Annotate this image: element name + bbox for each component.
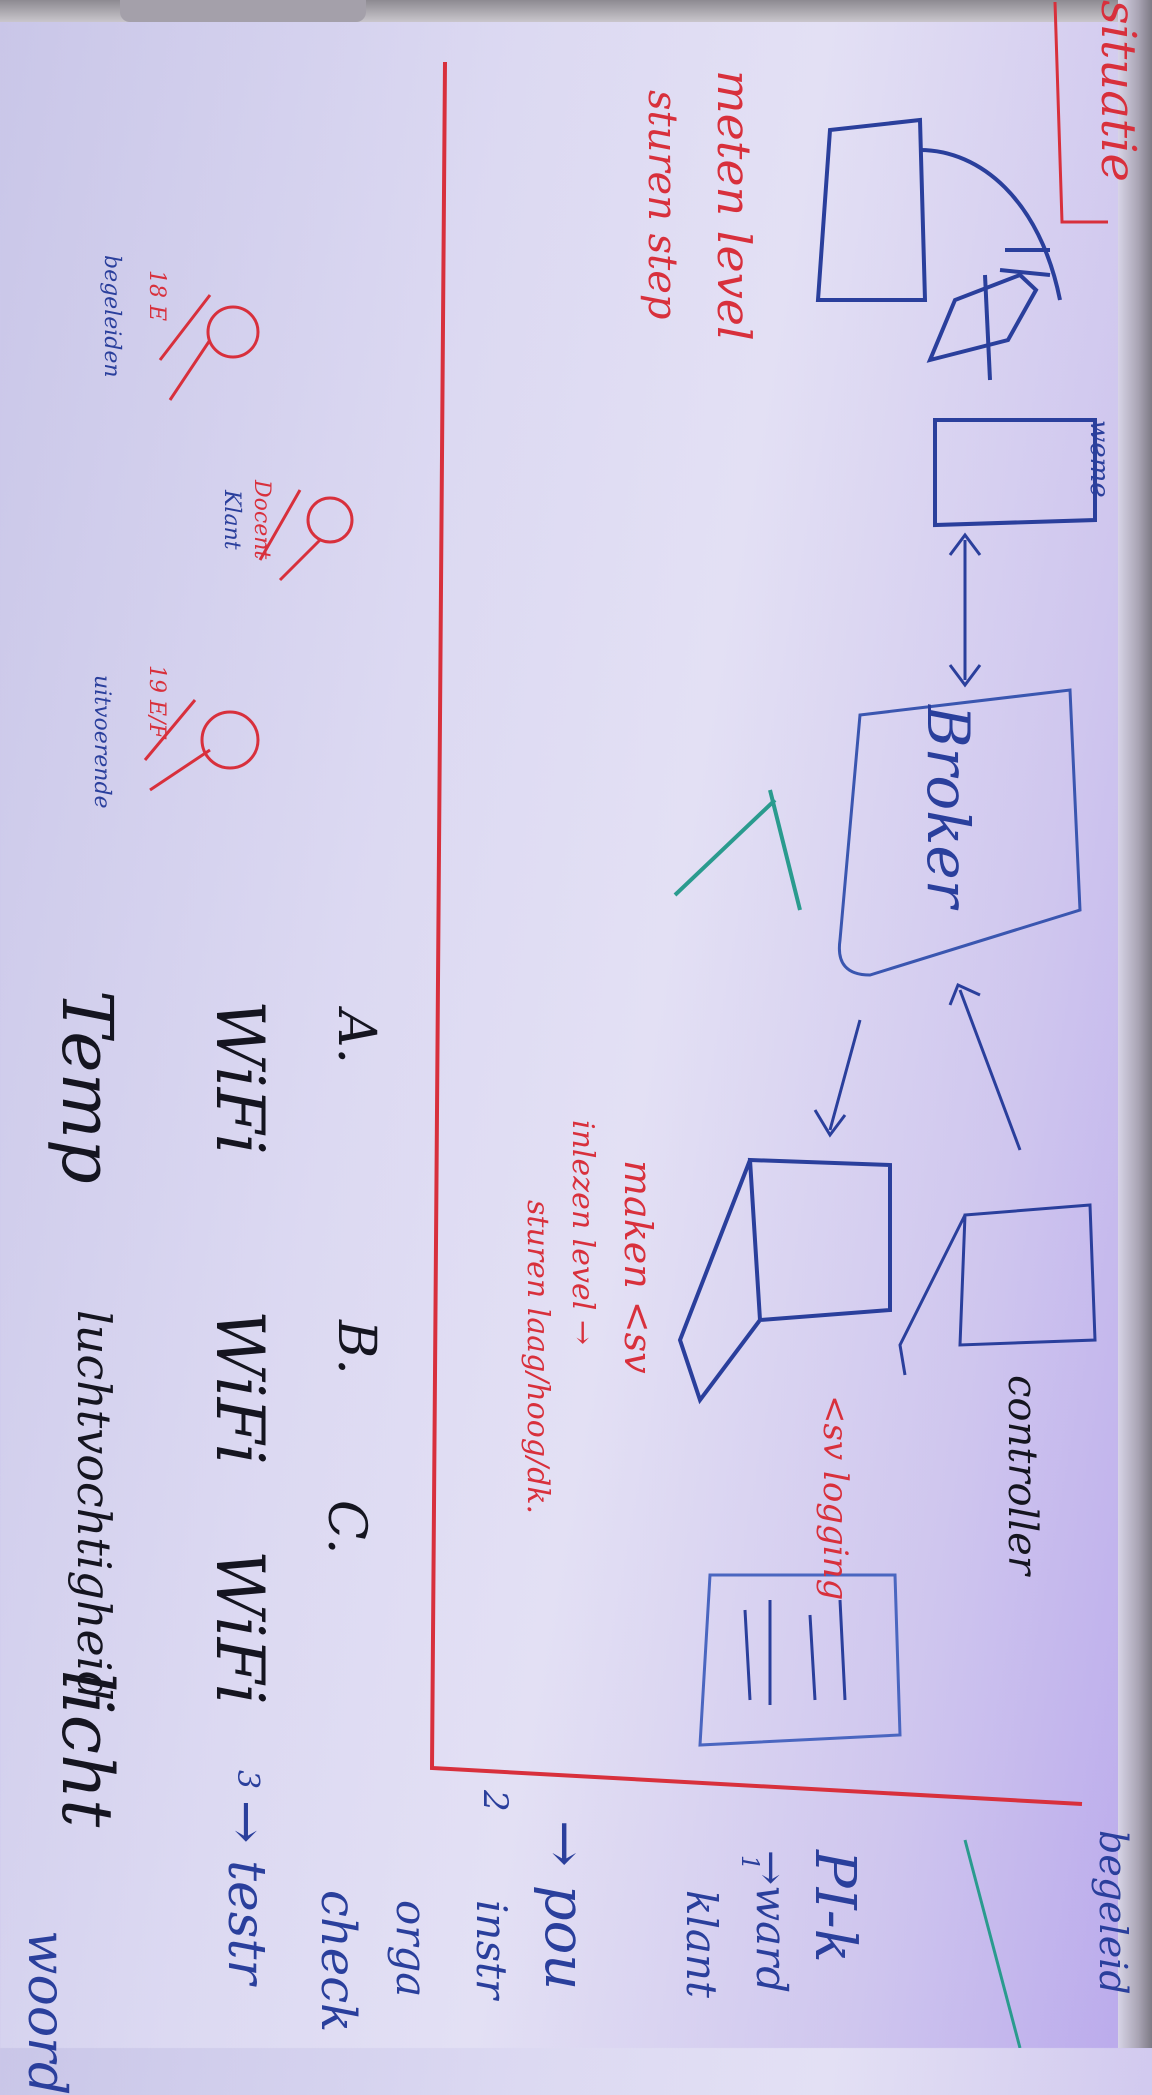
person-3-role: uitvoerende xyxy=(89,675,114,809)
title-box xyxy=(1053,1,1108,224)
controller-sketch xyxy=(898,1203,1097,1376)
arrow-weather-broker xyxy=(948,532,982,688)
column-b-humidity: luchtvochtigheid xyxy=(67,1310,121,1701)
column-b-wifi: WiFi xyxy=(201,1310,278,1465)
note-inlezen-level: inlezen level → xyxy=(565,1120,600,1345)
number-3: 3 xyxy=(230,1770,265,1790)
number-1: 1 xyxy=(736,1855,764,1871)
whiteboard-frame-right xyxy=(1118,0,1152,2048)
right-note-pi: PI-k xyxy=(802,1850,867,1963)
marker-tray xyxy=(120,0,366,22)
csv-logging-label: <sv logging xyxy=(815,1395,855,1601)
column-a-header: A. xyxy=(326,1010,386,1065)
laptop-sketch xyxy=(677,1157,892,1405)
weather-station-sketch xyxy=(815,117,1097,528)
note-maken-csv: maken <sv xyxy=(616,1160,660,1374)
note-sturen-laag-hoog: sturen laag/hoog/dk. xyxy=(520,1200,555,1515)
arrow-broker-laptop xyxy=(813,1019,862,1138)
spreadsheet-sketch xyxy=(698,1573,902,1747)
column-c-header: C. xyxy=(316,1500,376,1555)
person-3-label: 19 E/F xyxy=(144,665,169,739)
right-note-orga: orga xyxy=(387,1900,436,1998)
arrow-broker-controller xyxy=(948,982,1022,1151)
right-note-testr: → testr xyxy=(216,1800,276,1985)
broker-box xyxy=(837,688,1082,977)
note-sturen-step: sturen step xyxy=(639,90,685,320)
controller-label: controller xyxy=(999,1375,1045,1575)
right-note-pou: → pou xyxy=(532,1820,597,1991)
column-b-header: B. xyxy=(326,1320,386,1375)
drawing-strokes xyxy=(143,1,1108,2048)
right-note-instr: instr xyxy=(467,1900,516,1999)
right-note-klant: klant xyxy=(677,1890,726,1998)
number-2: 2 xyxy=(475,1790,515,1812)
right-note-ward: →ward xyxy=(747,1850,796,1994)
handwriting-layer: situatie weme Broker controller <sv logg… xyxy=(16,0,1146,2095)
broker-label: Broker xyxy=(914,705,982,908)
right-note-check: check xyxy=(310,1890,366,2033)
column-c-wifi: WiFi xyxy=(201,1550,278,1705)
column-a-wifi: WiFi xyxy=(201,1000,278,1155)
corner-title: situatie xyxy=(1090,0,1146,182)
person-1-label: 18 E xyxy=(144,270,169,322)
column-c-light: licht xyxy=(46,1670,128,1828)
right-note-begeleid: begeleid xyxy=(1091,1830,1135,1995)
teal-x-mark xyxy=(673,789,802,911)
column-a-temp: Temp xyxy=(46,990,128,1184)
person-1-role: begeleiden xyxy=(99,255,124,378)
weather-label: weme xyxy=(1084,420,1114,498)
person-2-label: Docent xyxy=(249,480,274,560)
right-note-woord: woord xyxy=(16,1930,76,2095)
note-meten-level: meten level xyxy=(707,70,761,341)
person-2-role: Klant xyxy=(219,490,244,550)
red-boundary xyxy=(429,61,1083,1806)
stick-figures xyxy=(143,294,354,792)
